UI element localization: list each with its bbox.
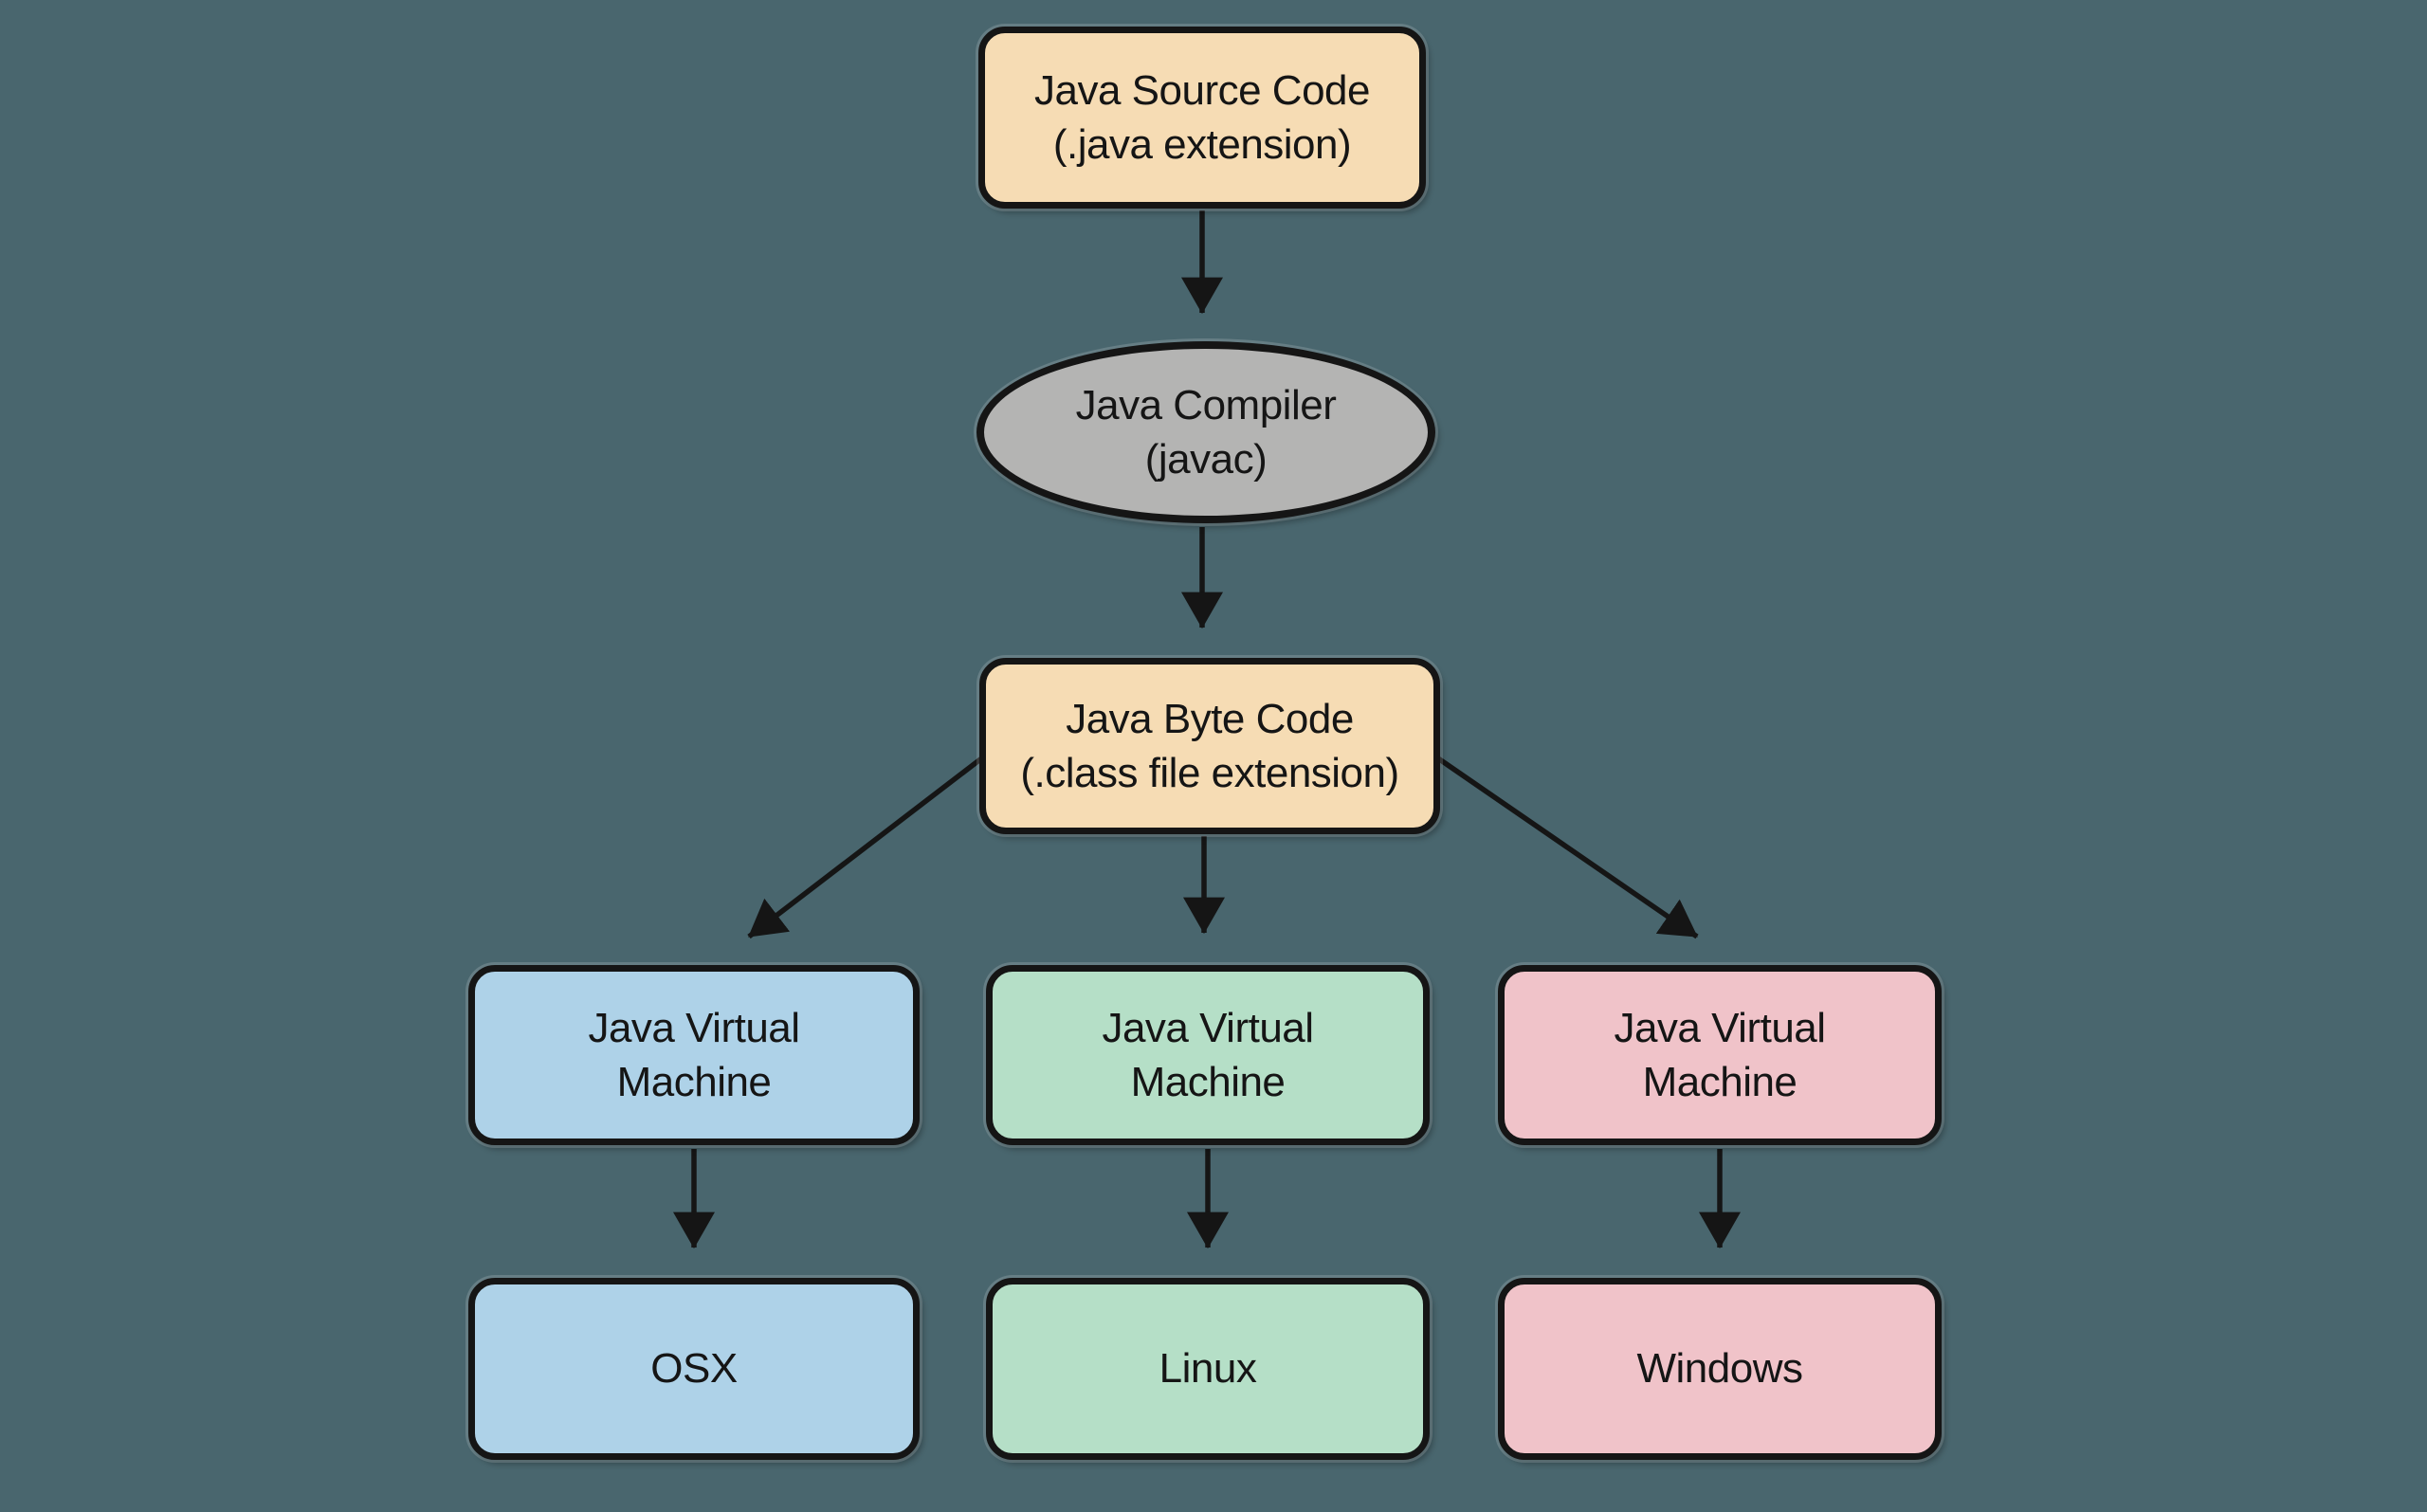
node-label-line: Java Virtual [1614, 1004, 1826, 1051]
node-label-line: (.java extension) [1052, 121, 1352, 168]
node-label-line: Java Virtual [1102, 1004, 1314, 1051]
node-label-line: Java Byte Code [1066, 695, 1354, 742]
node-jvm-osx: Java Virtual Machine [468, 965, 920, 1145]
node-java-byte-code: Java Byte Code (.class file extension) [979, 658, 1440, 834]
node-jvm-linux: Java Virtual Machine [986, 965, 1430, 1145]
node-label-line: Java Source Code [1034, 66, 1371, 114]
node-label-line: Linux [1159, 1345, 1257, 1393]
node-label-line: Windows [1636, 1345, 1804, 1393]
node-label-line: OSX [650, 1345, 738, 1393]
node-label-line: Machine [1642, 1059, 1797, 1105]
node-label-line: (.class file extension) [1020, 750, 1399, 796]
node-label-line: Machine [1130, 1059, 1286, 1105]
edge-bytecode-to-jvm-windows [1433, 754, 1699, 939]
node-label-line: Machine [616, 1059, 772, 1105]
node-windows: Windows [1498, 1278, 1942, 1460]
node-label-line: Java Compiler [1075, 381, 1337, 428]
node-label-line: (javac) [1144, 436, 1268, 483]
node-jvm-windows: Java Virtual Machine [1498, 965, 1942, 1145]
node-java-source-code: Java Source Code (.java extension) [978, 27, 1426, 209]
edge-bytecode-to-jvm-osx [747, 754, 986, 939]
node-linux: Linux [986, 1278, 1430, 1460]
node-osx: OSX [468, 1278, 920, 1460]
node-label-line: Java Virtual [588, 1004, 800, 1051]
node-java-compiler: Java Compiler (javac) [976, 341, 1435, 523]
